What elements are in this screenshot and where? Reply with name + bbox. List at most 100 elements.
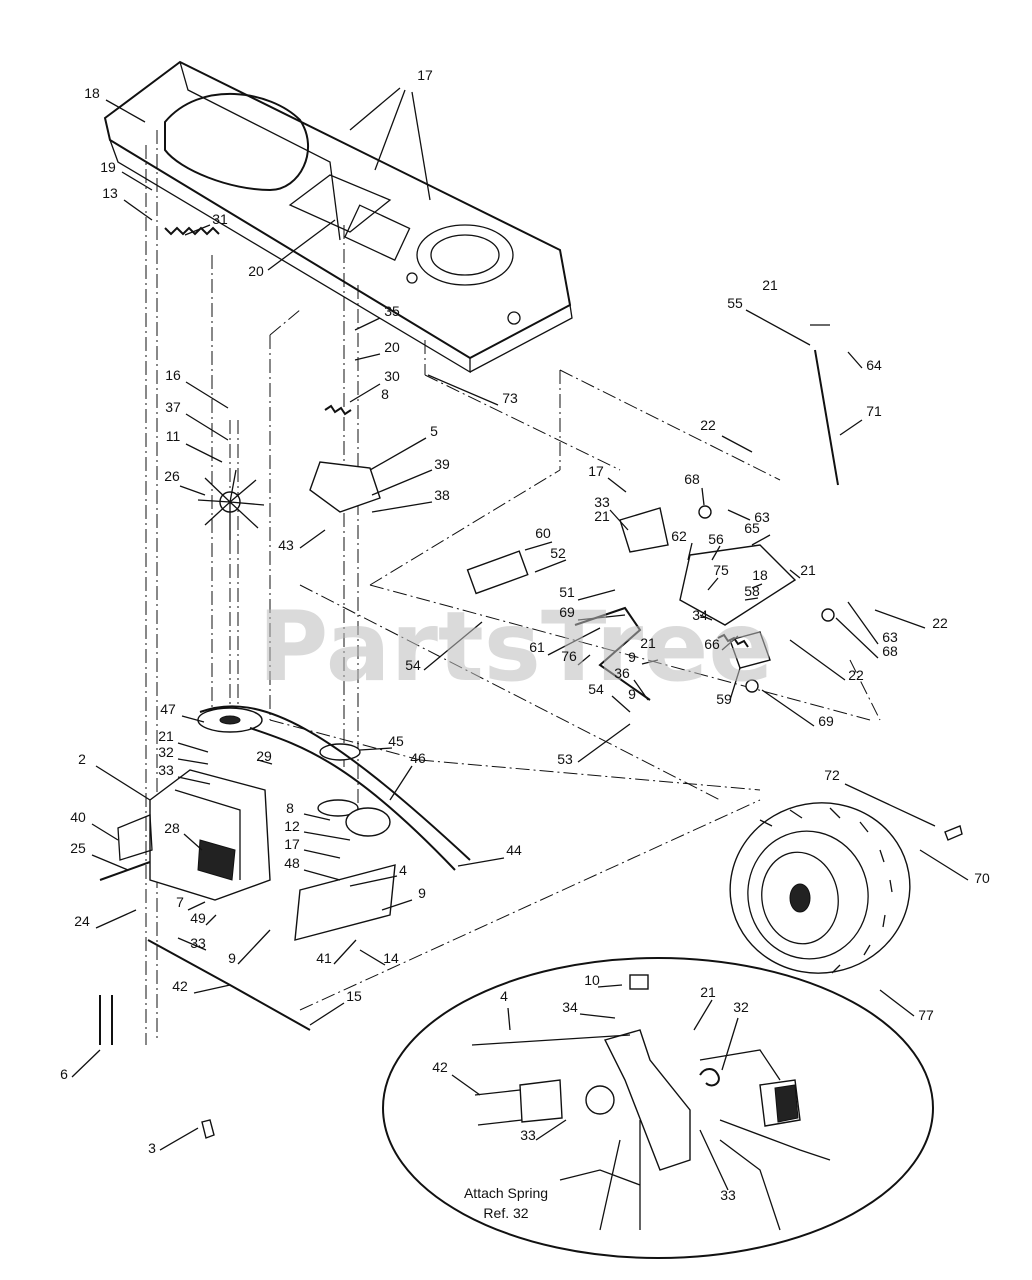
callout-c26: 26 [164, 468, 180, 484]
idler-bracket [309, 461, 381, 513]
callout-c8b: 8 [286, 800, 294, 816]
callout-c72: 72 [824, 767, 840, 783]
callout-c63a: 63 [754, 509, 770, 525]
callout-c33a: 33 [594, 494, 610, 510]
callout-c20a: 20 [248, 263, 264, 279]
spring-31 [164, 226, 220, 236]
callout-c55: 55 [727, 295, 743, 311]
callout-c7: 7 [176, 894, 184, 910]
callout-c9d: 9 [228, 950, 236, 966]
callout-c63b: 63 [882, 629, 898, 645]
callout-c68b: 68 [882, 643, 898, 659]
callout-c15: 15 [346, 988, 362, 1004]
callout-c6: 6 [60, 1066, 68, 1082]
watermark: PartsTree [258, 591, 773, 703]
wheel [729, 802, 911, 974]
callout-c9b: 9 [628, 686, 636, 702]
callout-c32b: 32 [733, 999, 749, 1015]
callout-c38: 38 [434, 487, 450, 503]
callout-c19: 19 [100, 159, 116, 175]
callout-c22b: 22 [932, 615, 948, 631]
callout-c9a: 9 [628, 649, 636, 665]
callout-c60: 60 [535, 525, 551, 541]
shift-assembly [466, 349, 839, 701]
callout-c33e: 33 [720, 1187, 736, 1203]
callout-c42a: 42 [172, 978, 188, 994]
callout-c46: 46 [410, 750, 426, 766]
callout-c21a: 21 [762, 277, 778, 293]
callout-c34b: 34 [562, 999, 578, 1015]
callout-c22a: 22 [700, 417, 716, 433]
callout-c11: 11 [166, 428, 181, 444]
callout-c44: 44 [506, 842, 522, 858]
callout-c3: 3 [148, 1140, 156, 1156]
inset-caption-line1: Attach Spring [464, 1185, 548, 1201]
callout-c21c: 21 [800, 562, 816, 578]
callout-c43: 43 [278, 537, 294, 553]
callout-c75: 75 [713, 562, 729, 578]
callout-c2: 2 [78, 751, 86, 767]
callout-c21b: 21 [594, 508, 610, 524]
callout-c21e: 21 [158, 728, 174, 744]
callout-c54b: 54 [588, 681, 604, 697]
callout-c73: 73 [502, 390, 518, 406]
fan [197, 469, 265, 540]
callout-c68a: 68 [684, 471, 700, 487]
callout-c32a: 32 [158, 744, 174, 760]
callout-c30: 30 [384, 368, 400, 384]
callout-c62: 62 [671, 528, 687, 544]
alignment-lines [145, 130, 881, 1045]
callout-c20b: 20 [384, 339, 400, 355]
callout-c33c: 33 [190, 935, 206, 951]
callout-c4b: 4 [500, 988, 508, 1004]
callout-c54a: 54 [405, 657, 421, 673]
callout-c17b: 17 [588, 463, 604, 479]
callout-c48: 48 [284, 855, 300, 871]
callout-c33b: 33 [158, 762, 174, 778]
callout-c76: 76 [561, 648, 577, 664]
callout-c65: 65 [744, 520, 760, 536]
callout-c28: 28 [164, 820, 180, 836]
callout-c33d: 33 [520, 1127, 536, 1143]
callout-c18b: 18 [752, 567, 768, 583]
callout-c17a: 17 [417, 67, 433, 83]
drive-bracket [294, 864, 396, 941]
callout-c12: 12 [284, 818, 300, 834]
pulleys-and-belt [197, 705, 471, 871]
detail-inset [382, 957, 934, 1259]
callout-c35: 35 [384, 303, 400, 319]
callout-c36: 36 [614, 665, 630, 681]
callout-c42b: 42 [432, 1059, 448, 1075]
callout-c71: 71 [866, 403, 882, 419]
callout-c61: 61 [529, 639, 545, 655]
callout-c40: 40 [70, 809, 86, 825]
callout-c51: 51 [559, 584, 575, 600]
callout-c49: 49 [190, 910, 206, 926]
callout-c16: 16 [165, 367, 181, 383]
callout-c56: 56 [708, 531, 724, 547]
callout-c53: 53 [557, 751, 573, 767]
callout-c39: 39 [434, 456, 450, 472]
callout-c13: 13 [102, 185, 118, 201]
callout-c29: 29 [256, 748, 272, 764]
callout-c41: 41 [316, 950, 332, 966]
spring-30 [324, 404, 352, 416]
callout-c9c: 9 [418, 885, 426, 901]
callout-c70: 70 [974, 870, 990, 886]
callout-c31: 31 [212, 211, 228, 227]
callout-c18a: 18 [84, 85, 100, 101]
transaxle [99, 769, 271, 901]
callout-c59: 59 [716, 691, 732, 707]
callout-c14: 14 [383, 950, 399, 966]
callout-c21f: 21 [700, 984, 716, 1000]
frame-chassis [103, 60, 573, 374]
callout-c47: 47 [160, 701, 176, 717]
callout-c5: 5 [430, 423, 438, 439]
callout-c69a: 69 [559, 604, 575, 620]
callout-c52: 52 [550, 545, 566, 561]
callout-c37: 37 [165, 399, 181, 415]
inset-caption-line2: Ref. 32 [483, 1205, 528, 1221]
